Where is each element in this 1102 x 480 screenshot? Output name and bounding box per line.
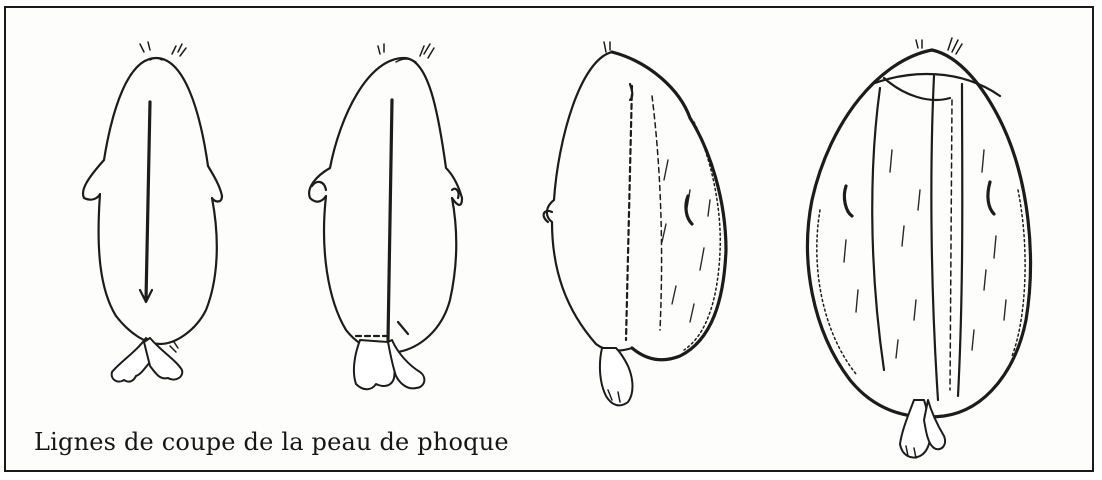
seal-stage-2 xyxy=(309,44,462,389)
seal-stage-4 xyxy=(808,38,1031,458)
figure-caption: Lignes de coupe de la peau de phoque xyxy=(34,428,509,456)
seal-stage-3 xyxy=(544,42,726,405)
seal-stage-1 xyxy=(83,42,222,382)
